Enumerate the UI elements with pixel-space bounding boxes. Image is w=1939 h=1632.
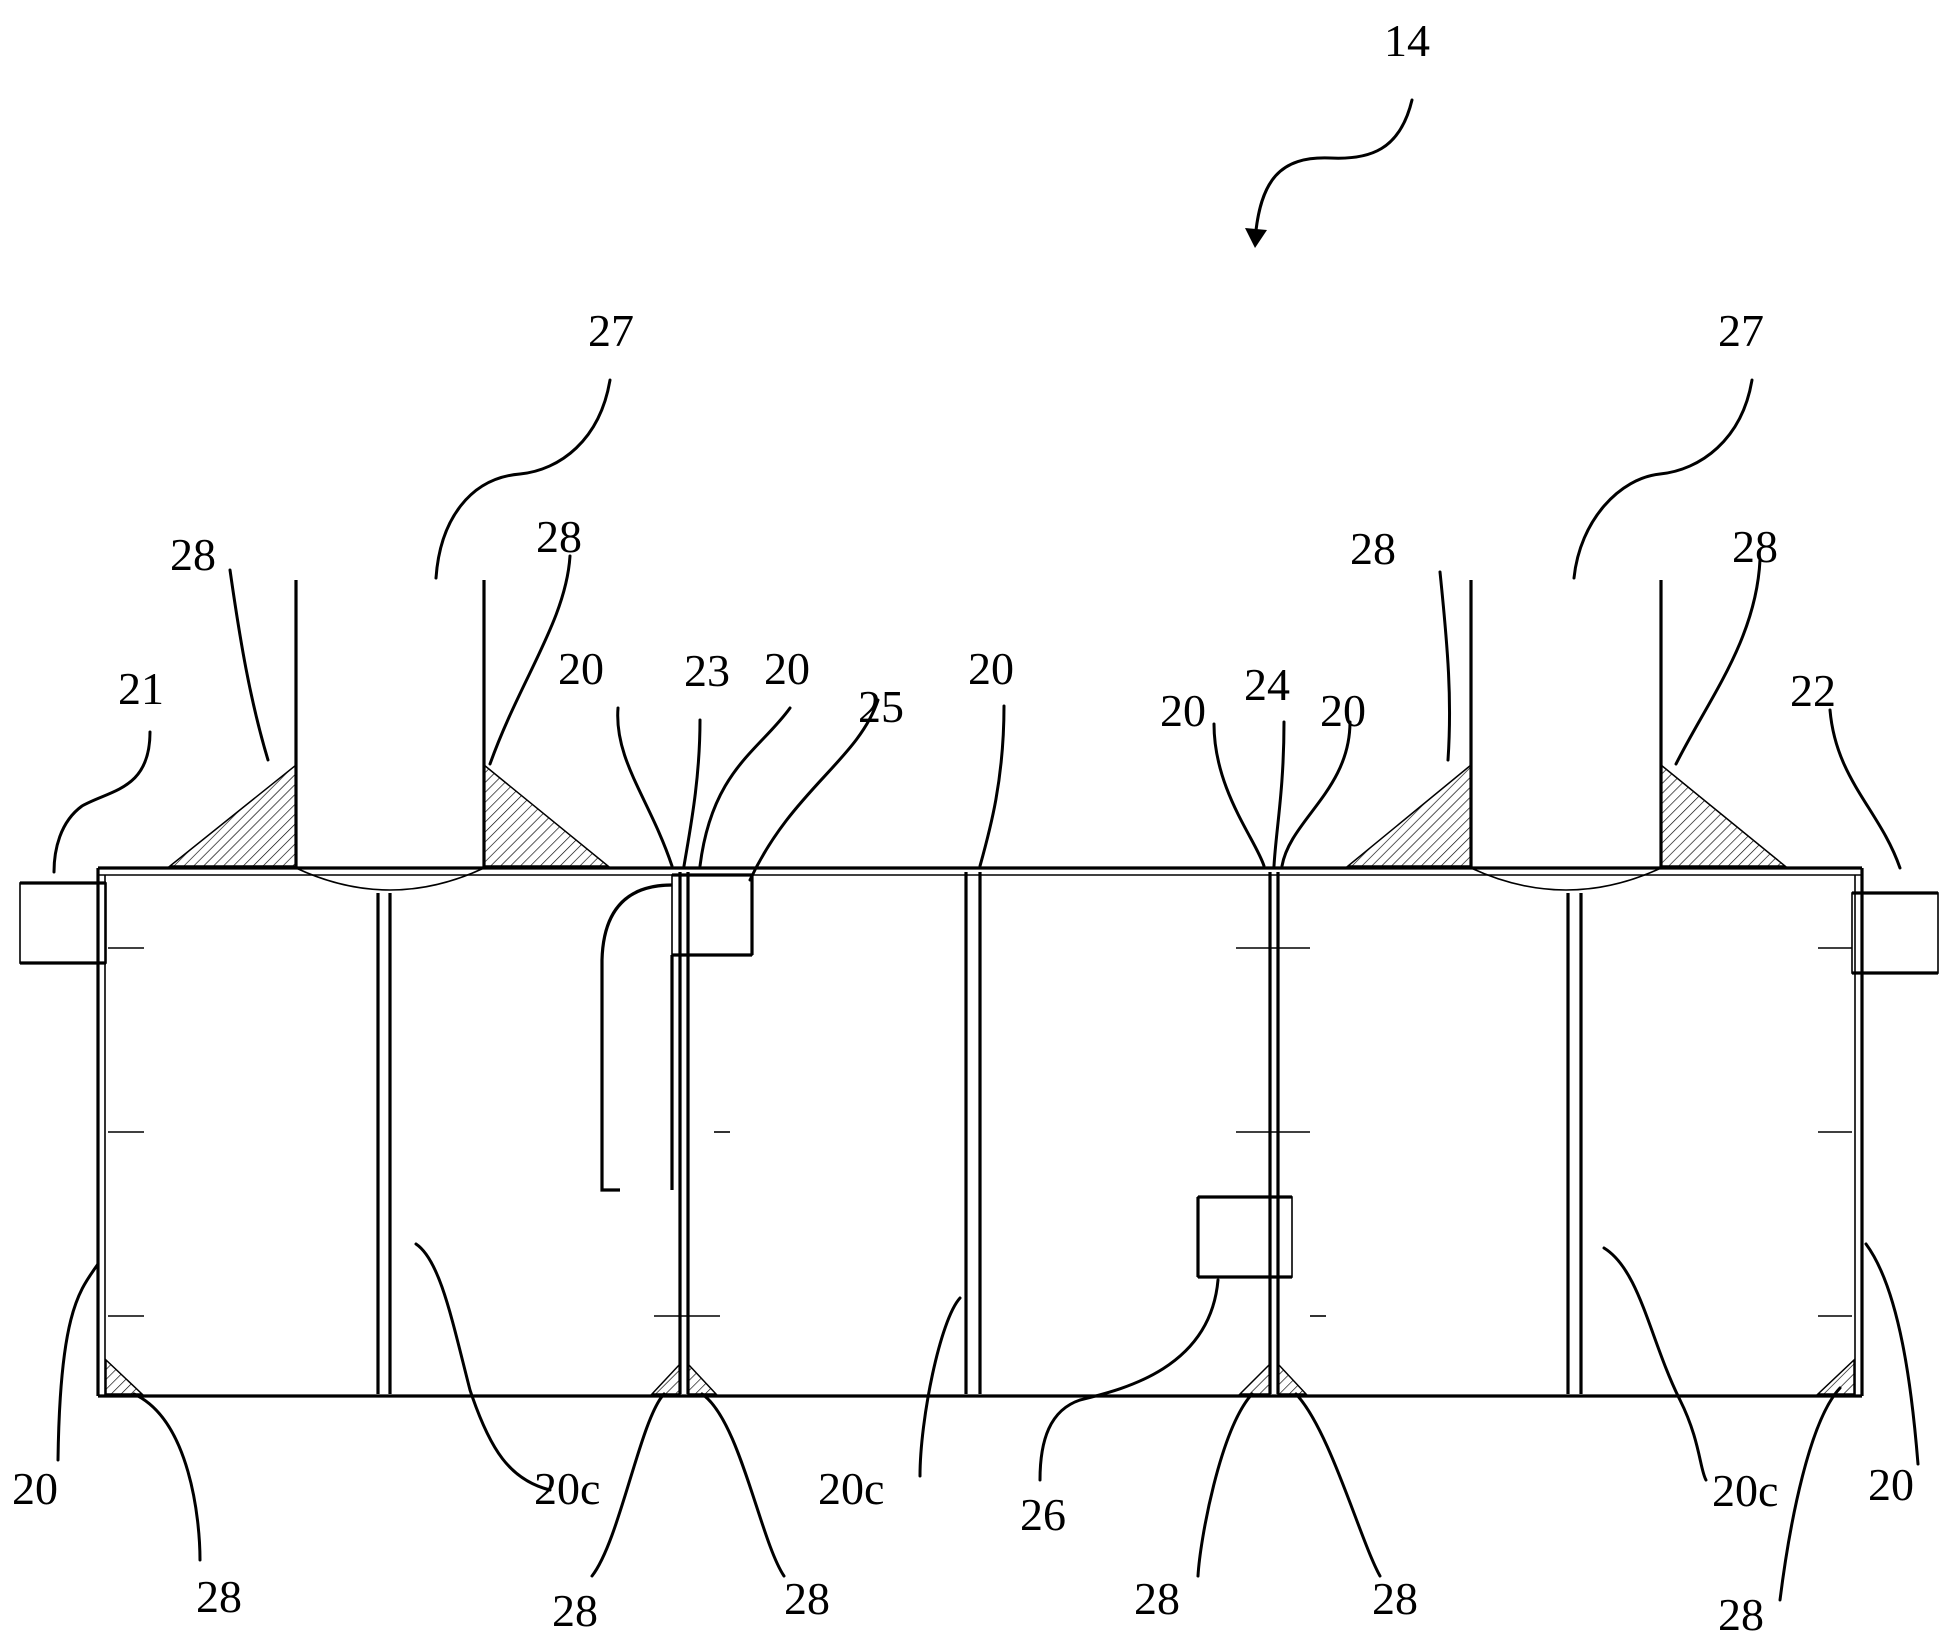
partition-23 [654, 872, 730, 1394]
label-14: 14 [1384, 15, 1430, 66]
partition-24 [1236, 872, 1326, 1394]
pipe-26 [1196, 1195, 1293, 1279]
label-25: 25 [858, 681, 904, 732]
label-28-c: 28 [1350, 523, 1396, 574]
label-23: 23 [684, 645, 730, 696]
label-20c-b: 20c [818, 1463, 884, 1514]
label-28-a: 28 [170, 529, 216, 580]
label-20-e: 20 [1320, 685, 1366, 736]
riser-right [1469, 580, 1663, 891]
inlet-pipe [19, 881, 107, 965]
pipe-25 [600, 873, 754, 1192]
labels: 14 27 27 28 28 28 28 21 22 20 23 20 25 2… [12, 15, 1914, 1632]
label-28-f: 28 [552, 1585, 598, 1632]
label-20-f: 20 [12, 1463, 58, 1514]
label-20-d: 20 [1160, 685, 1206, 736]
label-20-b: 20 [764, 643, 810, 694]
baffle-2 [964, 872, 982, 1394]
label-22: 22 [1790, 665, 1836, 716]
label-20-g: 20 [1868, 1459, 1914, 1510]
weld-gussets-top [167, 763, 1788, 867]
label-24: 24 [1244, 659, 1290, 710]
baffle-1 [376, 893, 392, 1394]
reference-arrow-14 [1245, 98, 1414, 248]
label-28-h: 28 [1134, 1573, 1180, 1624]
label-28-e: 28 [196, 1571, 242, 1622]
label-28-i: 28 [1372, 1573, 1418, 1624]
label-27-right: 27 [1718, 305, 1764, 356]
outlet-pipe [1851, 891, 1939, 975]
label-28-g: 28 [784, 1573, 830, 1624]
label-20-c: 20 [968, 643, 1014, 694]
label-27-left: 27 [588, 305, 634, 356]
weld-gussets-bottom [105, 1358, 1855, 1395]
leader-lines [52, 378, 1920, 1602]
riser-left [294, 580, 486, 891]
label-28-b: 28 [536, 511, 582, 562]
label-20c-c: 20c [1712, 1465, 1778, 1516]
label-20-a: 20 [558, 643, 604, 694]
baffle-3 [1566, 893, 1583, 1394]
tank-body [96, 866, 1864, 1398]
label-28-d: 28 [1732, 521, 1778, 572]
label-28-j: 28 [1718, 1589, 1764, 1632]
label-21: 21 [118, 663, 164, 714]
label-20c-a: 20c [534, 1463, 600, 1514]
label-26: 26 [1020, 1489, 1066, 1540]
